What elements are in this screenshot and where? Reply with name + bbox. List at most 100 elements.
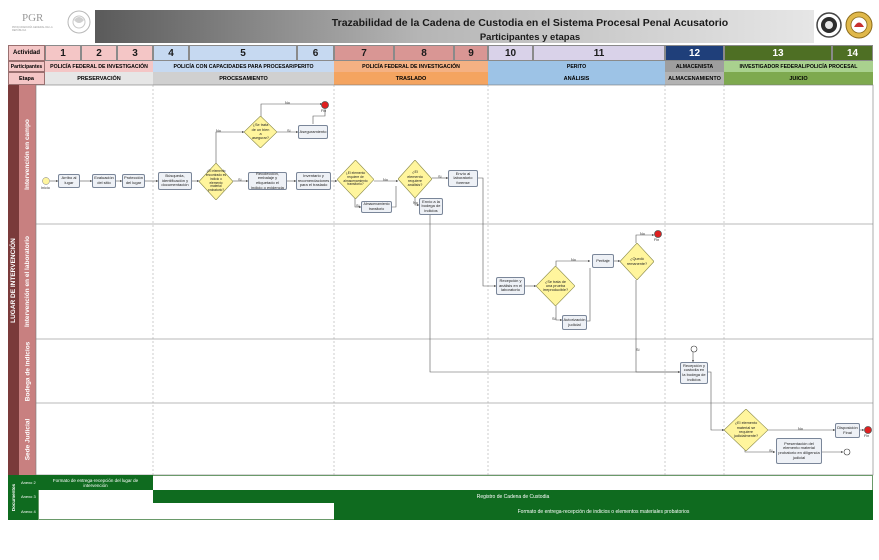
task-autorizacion[interactable]: Autorización judicial — [562, 315, 587, 330]
decision-almacenamiento-label: ¿El elemento requiere de almacenamiento … — [343, 170, 368, 187]
document-annex-4[interactable]: Formato de entrega-recepción de indicios… — [334, 503, 873, 520]
decision-elemento-label: ¿El elemento encontrado es indicio o ele… — [205, 169, 227, 192]
connector-label-si: Sí — [238, 178, 242, 182]
connector-label-si: Sí — [636, 348, 640, 352]
decision-bien-label: ¿Se trata de un bien a asegurar? — [251, 123, 270, 141]
header: PGR PROCURADURÍA GENERAL DE LA REPÚBLICA… — [0, 0, 879, 44]
task-envio-bodega[interactable]: Envío a la bodega de indicios — [419, 198, 443, 215]
decision-bien[interactable]: ¿Se trata de un bien a asegurar? — [244, 116, 277, 148]
annex-2-label: Anexo 2 — [19, 475, 38, 490]
emblem-icon — [844, 10, 874, 40]
decision-analisis-shape — [398, 160, 432, 198]
activity-5: 5 — [189, 45, 297, 61]
task-busqueda[interactable]: Búsqueda, identificación y documentación — [158, 172, 192, 190]
decision-elemento[interactable]: ¿El elemento encontrado es indicio o ele… — [199, 163, 233, 200]
task-peritaje[interactable]: Peritaje — [592, 254, 614, 268]
documents-section-label: Documentos — [11, 483, 17, 512]
decision-almacenamiento[interactable]: ¿El elemento requiere de almacenamiento … — [337, 160, 374, 199]
participant-pfi-1: POLICÍA FEDERAL DE INVESTIGACIÓN — [45, 61, 153, 72]
end-event-icon — [654, 230, 662, 238]
activity-10: 10 — [488, 45, 533, 61]
end-label-1: Fin — [321, 109, 327, 113]
connector-label-no: No — [571, 258, 576, 262]
decision-analisis-label: ¿El elemento requiere análisis? — [407, 170, 423, 188]
task-recepcion-bodega[interactable]: Recepción y custodia en la bodega de ind… — [680, 362, 708, 384]
activity-1: 1 — [45, 45, 81, 61]
participant-investigador: INVESTIGADOR FEDERAL/POLICÍA PROCESAL — [724, 61, 873, 72]
intermediate-event-icon — [843, 448, 851, 456]
annex-3-label: Anexo 3 — [19, 490, 38, 503]
connector-label-no: No — [285, 101, 290, 105]
lane-sede: Sede Judicial — [19, 403, 36, 475]
page-subtitle: Participantes y etapas — [479, 32, 581, 43]
decision-irreproducible[interactable]: ¿Se trata de una prueba irreproducible? — [536, 266, 575, 306]
participant-policia-perito: POLICÍA CON CAPACIDADES PARA PROCESAR/PE… — [153, 61, 334, 72]
connector-label-si: Sí — [552, 317, 556, 321]
seal-icon — [816, 12, 842, 38]
start-event-icon — [42, 177, 50, 185]
task-inventario[interactable]: Inventario y recomendaciones para el tra… — [296, 172, 331, 190]
lane-campo: Intervención en campo — [19, 85, 36, 224]
pgr-logo: PGR PROCURADURÍA GENERAL DE LA REPÚBLICA — [8, 10, 58, 36]
title-banner — [95, 10, 814, 43]
task-presentacion[interactable]: Presentación del elemento material proba… — [776, 438, 822, 464]
decision-judicial[interactable]: ¿El elemento material se requiere judici… — [724, 409, 768, 451]
connector-label-no: No — [640, 232, 645, 236]
decision-remanente-shape — [620, 243, 654, 280]
task-recepcion-lab[interactable]: Recepción y análisis en el laboratorio — [496, 277, 525, 295]
task-proteccion[interactable]: Protección del lugar — [122, 174, 145, 188]
activity-13: 13 — [724, 45, 832, 61]
decision-irreproducible-label: ¿Se trata de una prueba irreproducible? — [542, 279, 569, 293]
task-evaluacion[interactable]: Evaluación del sitio — [92, 174, 116, 188]
decision-judicial-label: ¿El elemento material se requiere judici… — [733, 421, 759, 439]
activity-7: 7 — [334, 45, 394, 61]
task-recoleccion[interactable]: Recolección, embalaje y etiquetado el in… — [248, 171, 287, 190]
connector-label-no: No — [413, 201, 418, 205]
connector-label-no: No — [383, 178, 388, 182]
end-event-icon — [864, 426, 872, 434]
decision-elemento-shape — [199, 163, 233, 200]
end-label-2: Fin — [654, 238, 660, 242]
activity-6: 6 — [297, 45, 334, 61]
document-annex-3[interactable]: Registro de Cadena de Custodia — [153, 490, 873, 503]
participant-perito: PERITO — [488, 61, 665, 72]
decision-remanente-label: ¿Quedó remanente? — [626, 257, 648, 266]
end-label-3: Fin — [864, 434, 870, 438]
coat-of-arms-icon — [66, 8, 92, 36]
task-disposicion[interactable]: Disposición Final — [835, 423, 860, 438]
activity-9: 9 — [454, 45, 488, 61]
task-aseguramiento[interactable]: Aseguramiento — [298, 125, 328, 139]
decision-irreproducible-shape — [536, 266, 575, 306]
activity-row-label: Actividad — [8, 45, 45, 61]
decision-remanente[interactable]: ¿Quedó remanente? — [620, 243, 654, 280]
start-label: Inicio — [41, 186, 50, 190]
task-almac-transitorio[interactable]: Almacenamiento transitorio — [361, 201, 392, 213]
document-annex-2[interactable]: Formato de entrega-recepción del lugar d… — [38, 475, 153, 490]
activity-14: 14 — [832, 45, 873, 61]
lane-lugar-intervencion: LUGAR DE INTERVENCIÓN — [8, 85, 19, 475]
participant-pfi-2: POLICÍA FEDERAL DE INVESTIGACIÓN — [334, 61, 488, 72]
intermediate-event-icon — [690, 345, 698, 353]
activity-12: 12 — [665, 45, 724, 61]
decision-analisis[interactable]: ¿El elemento requiere análisis? — [398, 160, 432, 198]
task-arribo[interactable]: Arribo al lugar — [58, 174, 80, 188]
pgr-logo-subtitle: PROCURADURÍA GENERAL DE LA REPÚBLICA — [12, 26, 53, 32]
lane-laboratorio: Intervención en el laboratorio — [19, 224, 36, 339]
stage-juicio: JUICIO — [724, 72, 873, 85]
decision-almacenamiento-shape — [337, 160, 374, 199]
task-envio-lab[interactable]: Envío al laboratorio forense — [448, 170, 478, 187]
stage-preservacion: PRESERVACIÓN — [45, 72, 153, 85]
pgr-logo-text: PGR — [22, 12, 44, 24]
connector-label-si: Sí — [287, 129, 291, 133]
activity-3: 3 — [117, 45, 153, 61]
activity-4: 4 — [153, 45, 189, 61]
activity-8: 8 — [394, 45, 454, 61]
participants-row-label: Participantes — [8, 61, 45, 72]
stage-analisis: ANÁLISIS — [488, 72, 665, 85]
stage-almacenamiento: ALMACENAMIENTO — [665, 72, 724, 85]
annex-4-label: Anexo 4 — [19, 503, 38, 520]
stage-traslado: TRASLADO — [334, 72, 488, 85]
end-event-icon — [321, 101, 329, 109]
stage-row-label: Etapa — [8, 72, 45, 85]
